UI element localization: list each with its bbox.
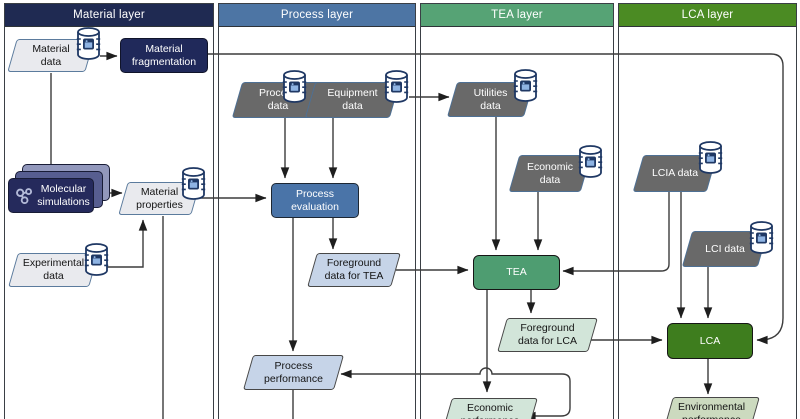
process-evaluation-node: Process evaluation — [271, 183, 359, 218]
node-label: Foreground — [326, 257, 382, 270]
tea-node: TEA — [473, 255, 560, 290]
node-label: fragmentation — [131, 55, 197, 68]
node-label: data for LCA — [518, 335, 577, 347]
node-label: Equipment — [327, 87, 378, 100]
node-label: data — [43, 270, 64, 282]
node-label: Foreground — [520, 322, 575, 335]
node-label: data — [480, 99, 501, 112]
node-label: data — [40, 55, 62, 68]
lane-header-process: Process layer — [219, 4, 415, 27]
node-label: Material — [140, 185, 179, 198]
database-icon — [578, 145, 603, 178]
material-fragmentation-node: Material fragmentation — [120, 38, 208, 73]
lane-title: TEA layer — [491, 9, 543, 21]
material-properties-node: Material properties — [118, 182, 201, 215]
economic-data-node: Economic data — [508, 155, 592, 192]
node-label: Process — [274, 359, 313, 372]
node-label: Process — [296, 187, 334, 200]
database-icon — [84, 243, 109, 276]
node-label: Experimental — [22, 257, 85, 270]
node-label: LCI data — [705, 242, 745, 255]
lane-header-material: Material layer — [5, 4, 213, 27]
node-label: data — [342, 100, 363, 112]
experimental-data-node: Experimental data — [8, 253, 99, 287]
equipment-data-node: Equipment data — [304, 82, 401, 118]
lca-node: LCA — [667, 323, 753, 359]
database-icon — [698, 141, 723, 174]
lane-title: Process layer — [280, 9, 354, 21]
lane-title: Material layer — [73, 9, 145, 21]
node-label: Economic — [466, 402, 514, 415]
node-label: Material — [32, 42, 70, 55]
node-label: LCIA data — [651, 167, 699, 180]
lane-header-tea: TEA layer — [421, 4, 613, 27]
economic-performance-node: Economic performance — [442, 398, 538, 419]
lane-title: LCA layer — [681, 9, 734, 21]
foreground-data-tea-node: Foreground data for TEA — [307, 253, 401, 287]
node-label: Material — [145, 42, 183, 55]
stack-card-front: Molecular simulations — [8, 178, 94, 213]
node-label: Economic — [526, 160, 574, 173]
environmental-performance-node: Environmental performance — [663, 397, 760, 419]
node-label: properties — [136, 198, 183, 211]
node-label: Molecular — [40, 182, 87, 195]
molecular-simulations-node: Molecular simulations — [8, 164, 110, 213]
node-label: performance — [682, 414, 741, 419]
node-label: performance — [264, 372, 323, 385]
process-performance-node: Process performance — [242, 355, 345, 390]
node-label: performance — [461, 415, 520, 419]
node-label: Utilities — [473, 86, 508, 99]
foreground-data-lca-node: Foreground data for LCA — [497, 318, 598, 352]
molecule-icon — [16, 187, 33, 204]
lane-tea-layer: TEA layer — [420, 3, 614, 419]
database-icon — [181, 167, 206, 200]
node-label: Environmental — [677, 401, 746, 414]
database-icon — [749, 221, 774, 254]
node-label: data — [539, 173, 561, 186]
node-label: LCA — [699, 334, 721, 347]
database-icon — [282, 70, 307, 103]
node-label: simulations — [37, 195, 90, 208]
material-data-node: Material data — [7, 39, 95, 72]
lane-header-lca: LCA layer — [619, 4, 796, 27]
node-label: TEA — [506, 266, 527, 279]
node-label: data for TEA — [324, 270, 384, 282]
database-icon — [384, 70, 409, 103]
database-icon — [513, 69, 538, 102]
node-label: evaluation — [291, 200, 339, 213]
database-icon — [76, 27, 101, 60]
